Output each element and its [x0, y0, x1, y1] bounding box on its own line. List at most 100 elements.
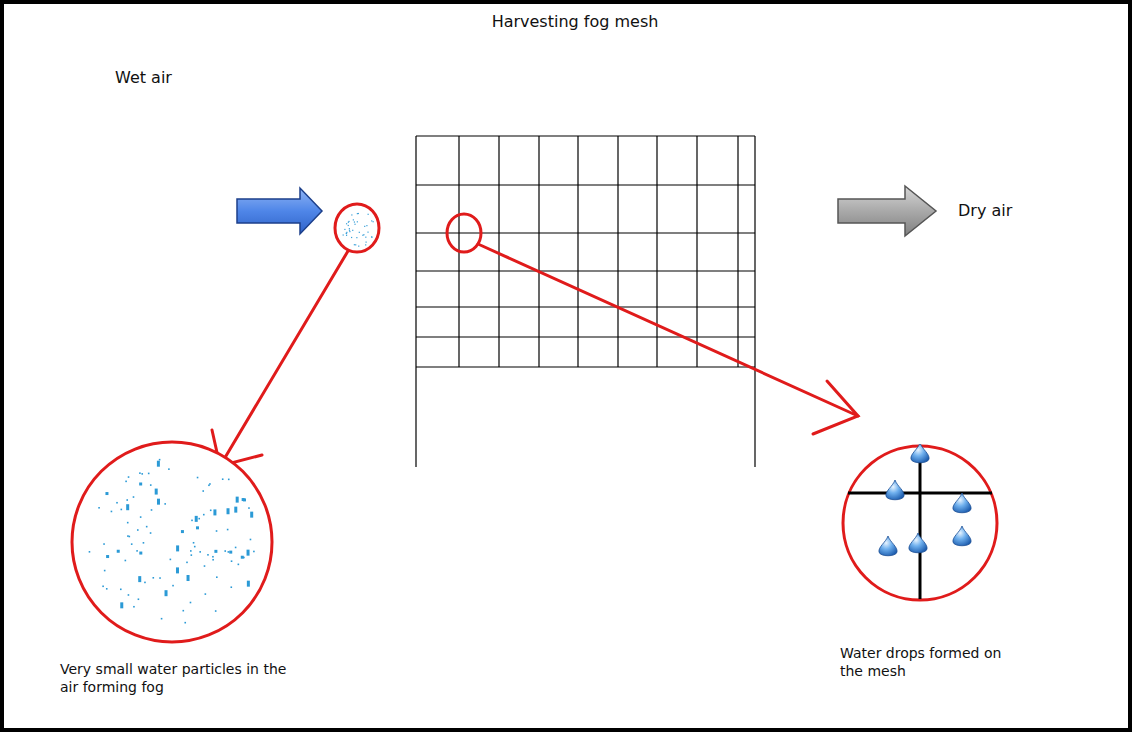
callout-caption: Water drops formed on the mesh [840, 644, 1020, 680]
fog-particle [133, 496, 135, 498]
fog-particle [184, 622, 186, 624]
mesh-wire [415, 136, 416, 467]
fog-particle [346, 232, 347, 233]
fog-particle [176, 567, 179, 573]
fog-particle [210, 510, 212, 512]
fog-particle [234, 507, 237, 513]
fog-particle [362, 235, 363, 236]
fog-particle [168, 468, 170, 470]
fog-particle [216, 576, 218, 578]
fog-particle [157, 499, 160, 505]
fog-particle [238, 564, 240, 566]
fog-particle [128, 476, 130, 478]
fog-particles [343, 213, 374, 247]
fog-particle [229, 551, 232, 554]
fog-particle [364, 226, 365, 227]
fog-particle [157, 461, 160, 467]
fog-particle [242, 498, 245, 501]
fog-particle [137, 529, 139, 531]
mesh-wire [416, 232, 755, 233]
leader-line [478, 244, 858, 416]
fog-particle [170, 559, 172, 561]
fog-particle [190, 550, 192, 552]
fog-particle [365, 244, 366, 245]
fog-particle [371, 237, 372, 238]
fog-particle [202, 490, 204, 492]
fog-particle [120, 602, 123, 608]
fog-particle [193, 542, 195, 544]
mesh-wire [577, 136, 578, 367]
mesh-wire [754, 136, 755, 467]
mesh-wire [498, 136, 499, 367]
fog-particle [138, 576, 141, 582]
fog-particle [150, 532, 152, 534]
fog-particle [181, 530, 184, 533]
fog-particle [367, 232, 368, 233]
fog-particle [351, 237, 352, 238]
fog-particle [198, 518, 200, 520]
fog-particle [357, 213, 358, 214]
mesh-wire [416, 270, 755, 271]
fog-particle [98, 507, 100, 509]
fog-particle [368, 214, 369, 215]
fog-particle [141, 473, 143, 475]
diagram-title: Harvesting fog mesh [492, 12, 659, 33]
callout-circle: Very small water particles in the air fo… [60, 440, 310, 701]
fog-particle [351, 214, 352, 215]
mesh-wire [538, 136, 539, 367]
fog-particle [346, 233, 347, 234]
fog-particle [228, 479, 230, 481]
fog-particle [346, 233, 347, 234]
fog-particle [128, 594, 130, 596]
fog-particle [357, 221, 358, 222]
fog-particle [354, 244, 355, 245]
water-drop [953, 526, 971, 546]
fog-particle [222, 478, 224, 480]
fog-particle [126, 504, 129, 510]
fog-particle [212, 556, 214, 558]
fog-particle [346, 223, 347, 224]
fog-particle [348, 222, 349, 223]
callout-outline [60, 440, 310, 646]
fog-particle [150, 484, 152, 486]
fog-particle [344, 229, 345, 230]
fog-particle [366, 242, 367, 243]
fog-particle [194, 546, 196, 548]
fog-particle [165, 590, 168, 596]
fog-particle [199, 551, 201, 553]
fog-particle [138, 598, 140, 600]
fog-particle [214, 550, 217, 553]
fog-particle [120, 589, 122, 591]
callout-outline [840, 444, 1040, 604]
fog-particle [151, 509, 153, 511]
fog-particle [358, 213, 359, 214]
fog-particle [373, 221, 374, 222]
fog-particle [148, 473, 150, 475]
fog-particle [133, 606, 135, 608]
fog-particle [105, 492, 108, 495]
fog-particle [247, 581, 250, 587]
mesh-wire [416, 336, 755, 337]
fog-particle [207, 554, 209, 556]
fog-particle [172, 585, 174, 587]
fog-particle [127, 535, 129, 537]
fog-particle [89, 551, 91, 553]
fog-particle [139, 482, 142, 485]
air-label: Dry air [958, 201, 1012, 222]
fog-sample-circle [335, 204, 379, 252]
fog-particle [164, 503, 166, 505]
fog-particle [106, 588, 108, 590]
fog-particle [228, 551, 230, 553]
fog-particle [140, 516, 142, 518]
fog-particle [343, 234, 344, 235]
fog-particle [126, 499, 128, 501]
fog-particle [248, 507, 250, 509]
fog-particle [348, 221, 349, 222]
fog-particle [355, 244, 356, 245]
mesh-wire [696, 136, 697, 367]
fog-particle [204, 565, 206, 567]
fog-particle [190, 602, 192, 604]
fog-particle [349, 231, 350, 232]
fog-particle [121, 509, 123, 511]
